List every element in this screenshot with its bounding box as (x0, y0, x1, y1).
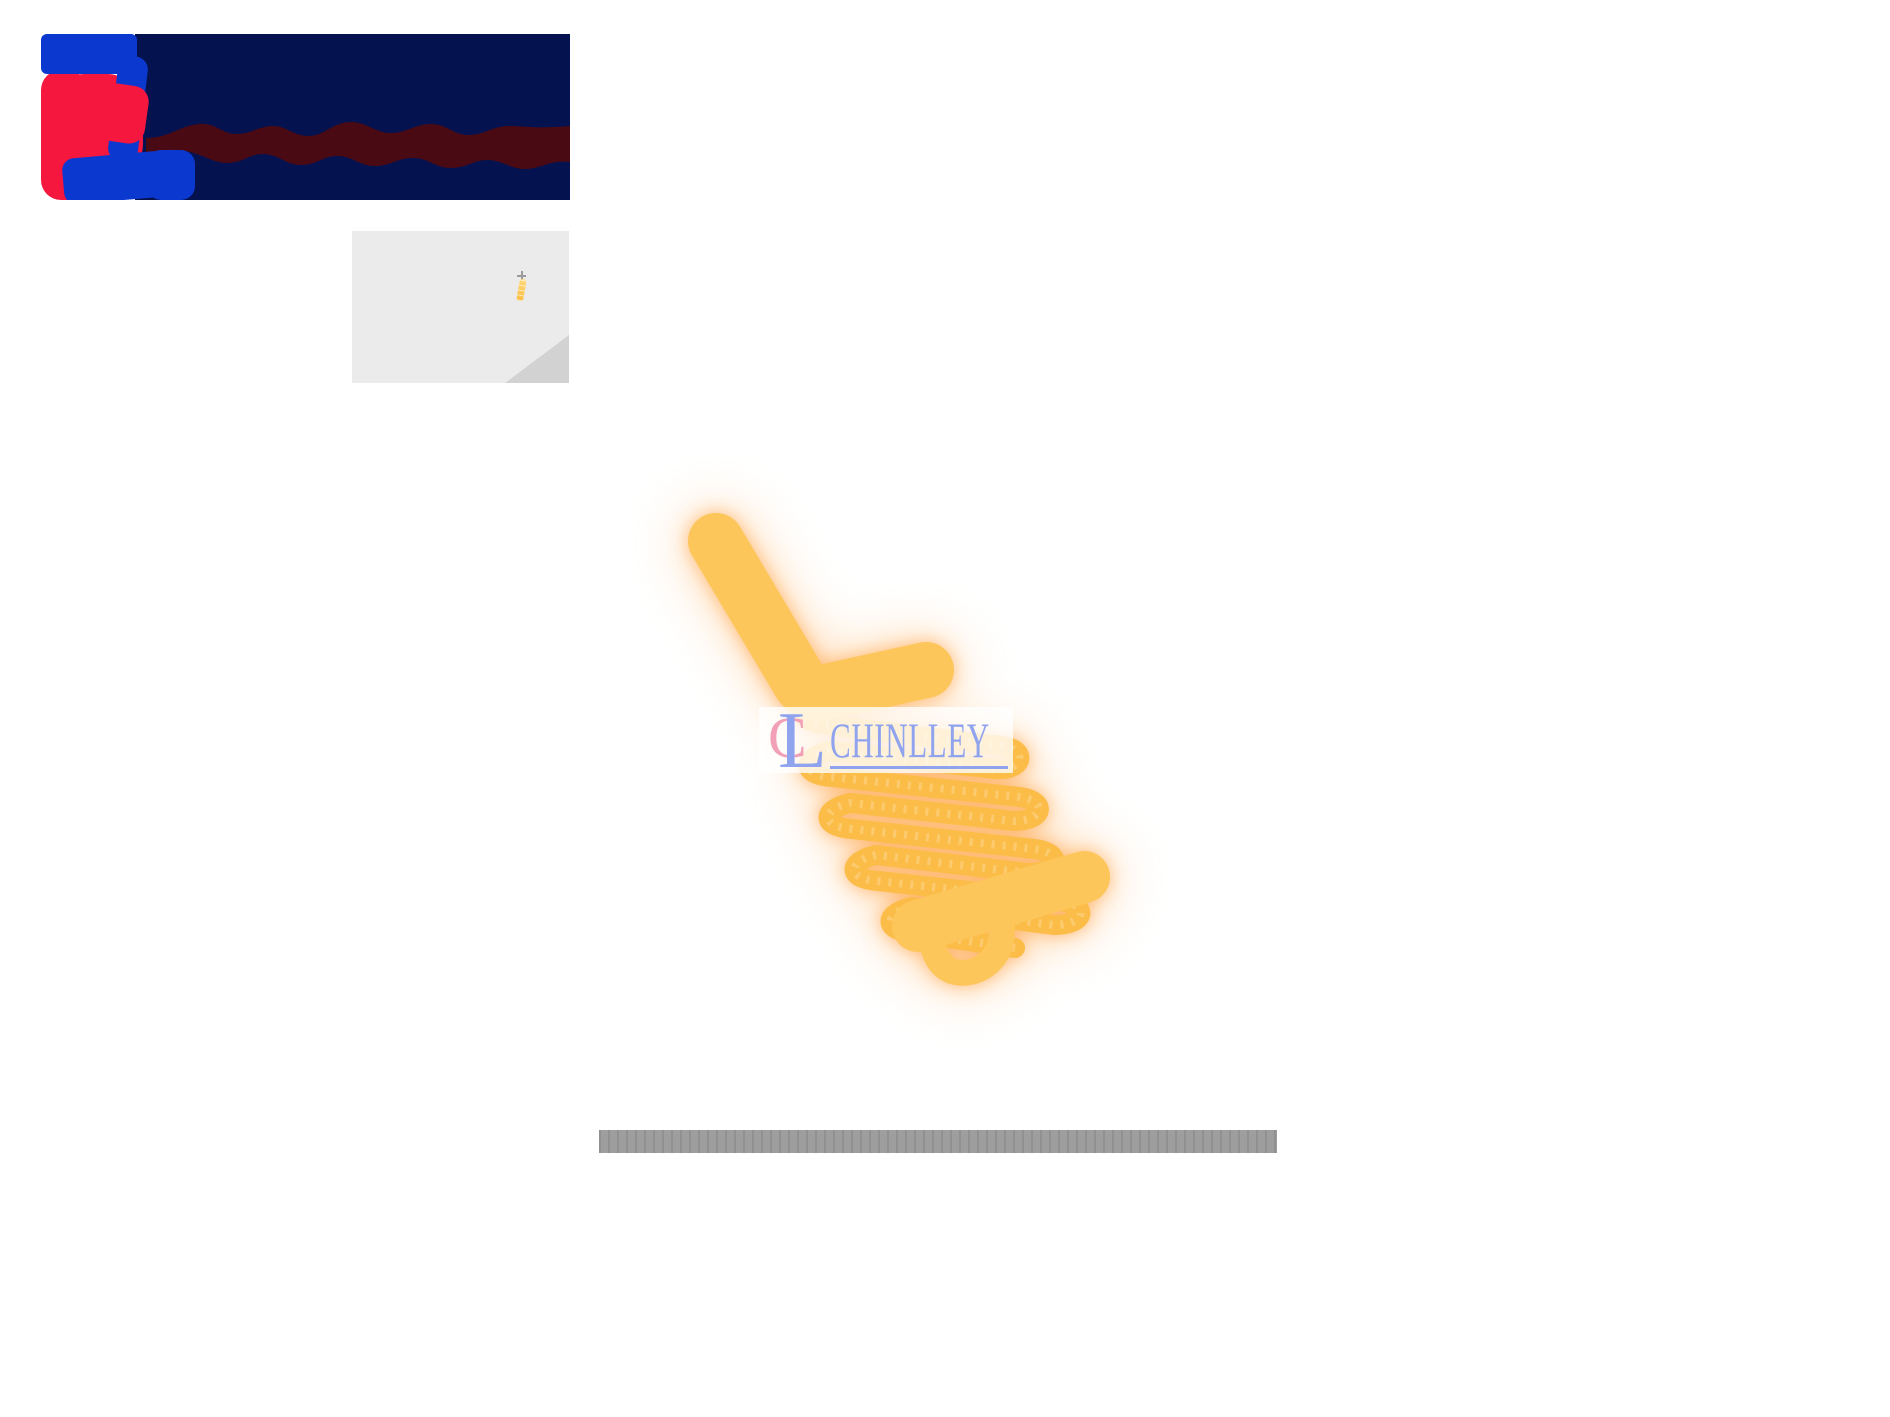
logo-wordmark-block (135, 34, 570, 200)
product-image[interactable]: C L CHINLLEY (680, 505, 1110, 986)
coil-illustration (688, 513, 1110, 986)
logo-monogram (41, 34, 195, 200)
coil-serpentine (793, 663, 1091, 958)
watermark-underline (830, 766, 1008, 769)
watermark-text: CHINLLEY (830, 712, 990, 768)
cross-icon (517, 271, 526, 280)
brand-logo-image (41, 34, 570, 200)
logo-wave-band (146, 122, 570, 170)
thumbnail-placeholder-card[interactable] (352, 231, 569, 383)
divider-bar (599, 1130, 1277, 1153)
mini-coil-thumbnail (516, 278, 527, 302)
watermark-monogram-l: L (778, 697, 827, 785)
coil-texture (798, 669, 1085, 952)
watermark-monogram-c: C (768, 705, 807, 770)
brand-logo[interactable] (41, 34, 570, 200)
coil-top-arm (688, 513, 954, 721)
broken-image-icon (515, 271, 529, 303)
coil-bottom-arm (892, 851, 1110, 952)
folded-corner (505, 335, 569, 383)
watermark: C L CHINLLEY (759, 701, 1013, 781)
